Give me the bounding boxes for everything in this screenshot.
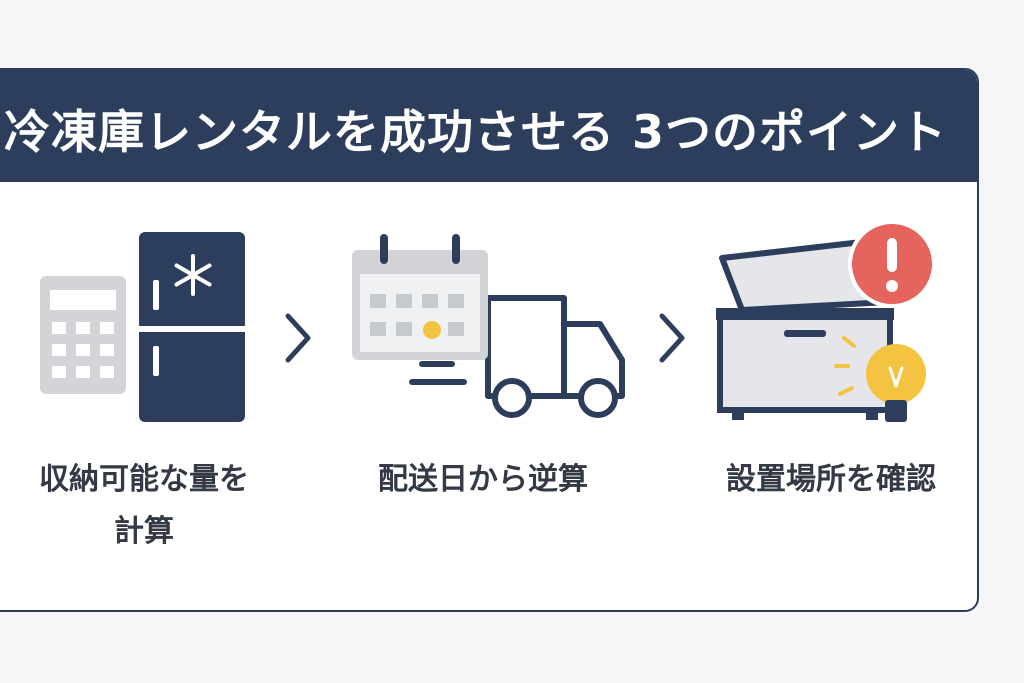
step1-label-line1: 収納可能な量を xyxy=(39,462,249,497)
calendar-icon xyxy=(352,234,488,360)
step1-label-line2: 計算 xyxy=(114,514,174,549)
chevron-right-icon xyxy=(285,313,311,363)
page-title: 冷凍庫レンタルを成功させる 3つのポイント xyxy=(4,105,948,159)
calendar-truck-icon xyxy=(352,234,625,418)
alert-icon xyxy=(848,220,936,308)
chest-freezer-alert-icon xyxy=(716,220,936,422)
step3-label: 設置場所を確認 xyxy=(726,462,936,497)
snowflake-icon xyxy=(174,254,212,296)
chevron-right-icon xyxy=(659,313,685,363)
title-bar: 冷凍庫レンタルを成功させる 3つのポイント xyxy=(0,70,977,182)
fridge-icon xyxy=(139,232,245,422)
lightbulb-icon xyxy=(834,336,926,422)
step2-label: 配送日から逆算 xyxy=(378,462,588,497)
step1-label: 収納可能な量を 計算 xyxy=(20,454,268,558)
calculator-fridge-icon xyxy=(40,232,245,422)
calculator-icon xyxy=(40,276,126,394)
